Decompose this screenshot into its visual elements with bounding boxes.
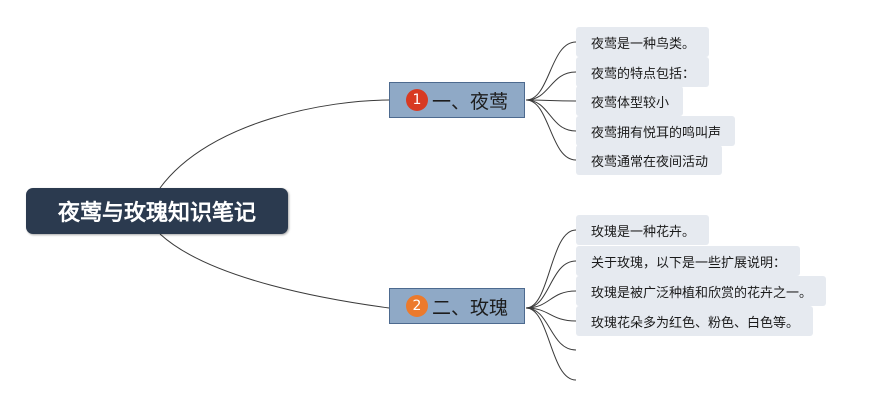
connector-b2-leaf2 <box>525 260 577 309</box>
connector-b1-leaf5 <box>525 99 577 161</box>
leaf-topic[interactable]: 夜莺拥有悦耳的鸣叫声 <box>576 116 736 146</box>
connector-b2-leaf6 <box>525 307 577 381</box>
connector-root-branch2 <box>159 233 390 309</box>
connector-b1-leaf4 <box>525 99 577 132</box>
connector-b1-leaf1 <box>525 41 577 101</box>
connector-b2-leaf3 <box>525 290 577 309</box>
branch-topic-nightingale[interactable]: 1 一、夜莺 <box>389 82 525 118</box>
leaf-topic[interactable]: 玫瑰花朵多为红色、粉色、白色等。 <box>576 306 814 336</box>
connector-b2-leaf1 <box>525 229 577 309</box>
priority-2-badge: 2 <box>406 295 428 317</box>
connector-b2-leaf5 <box>525 307 577 351</box>
priority-1-badge: 1 <box>406 89 428 111</box>
leaf-topic[interactable]: 夜莺的特点包括： <box>576 57 710 87</box>
root-topic[interactable]: 夜莺与玫瑰知识笔记 <box>26 188 288 234</box>
leaf-topic[interactable]: 夜莺通常在夜间活动 <box>576 145 723 175</box>
leaf-topic[interactable]: 关于玫瑰，以下是一些扩展说明： <box>576 246 801 276</box>
leaf-topic[interactable]: 夜莺是一种鸟类。 <box>576 27 710 57</box>
branch-label: 二、玫瑰 <box>432 296 509 319</box>
connector-b1-leaf3 <box>525 99 577 102</box>
leaf-topic[interactable]: 玫瑰是一种花卉。 <box>576 215 710 245</box>
branch-topic-rose[interactable]: 2 二、玫瑰 <box>389 288 525 324</box>
connector-root-branch1 <box>159 99 390 189</box>
root-title: 夜莺与玫瑰知识笔记 <box>57 201 256 226</box>
leaf-topic[interactable]: 玫瑰是被广泛种植和欣赏的花卉之一。 <box>576 276 827 306</box>
leaf-topic[interactable]: 夜莺体型较小 <box>576 86 684 116</box>
connector-b1-leaf2 <box>525 71 577 101</box>
branch-label: 一、夜莺 <box>432 90 509 113</box>
